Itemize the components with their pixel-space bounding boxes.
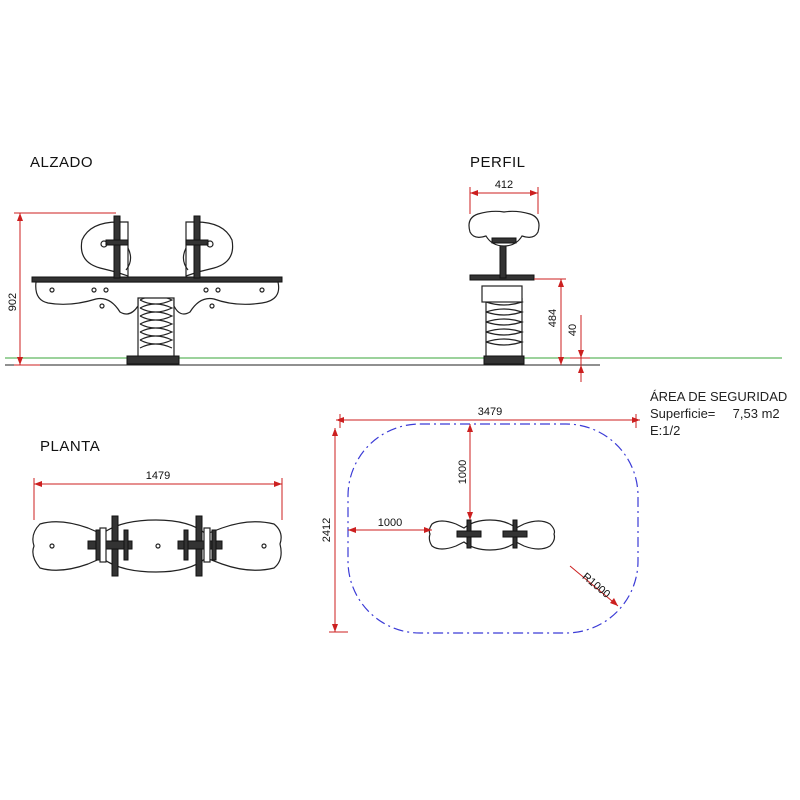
planta-right-handle: [177, 515, 223, 577]
planta-width-dim: 1479: [146, 470, 170, 482]
perfil-title: PERFIL: [470, 154, 526, 171]
left-dog-head: [80, 221, 129, 277]
safety-area-block: ÁREA DE SEGURIDAD Superficie= 7,53 m2 E:…: [650, 388, 787, 439]
alzado-view: 902: [7, 212, 283, 366]
area-clear-x-dim: 1000: [378, 517, 402, 529]
perfil-width-dim: 412: [495, 179, 513, 191]
body-shape: [35, 281, 280, 315]
planta-body: [32, 519, 282, 573]
area-radius-dim: R1000: [580, 571, 613, 601]
alzado-height-dim: 902: [7, 293, 19, 311]
area-height-dim: 2412: [321, 518, 333, 542]
planta-title: PLANTA: [40, 438, 101, 455]
surface-row: Superficie= 7,53 m2: [650, 405, 787, 422]
safety-area-title: ÁREA DE SEGURIDAD: [650, 389, 788, 404]
base-plate: [126, 355, 180, 365]
planta-view: 1479: [32, 470, 283, 577]
safety-area-outline: [347, 423, 639, 634]
right-dog-head: [185, 221, 234, 277]
alzado-title: ALZADO: [30, 154, 94, 171]
perfil-mechanism: [481, 285, 523, 303]
perfil-view: 412 484 40: [468, 179, 590, 382]
safety-area-view: 3479 2412 1000 1000 R1000: [321, 406, 640, 634]
mini-equipment: [428, 519, 556, 551]
surface-label: Superficie=: [650, 406, 716, 421]
planta-left-handle: [87, 515, 133, 577]
seat-bar: [31, 276, 283, 283]
scale-label: E:1/2: [650, 423, 681, 438]
perfil-base: [483, 355, 525, 365]
perfil-head: [468, 210, 540, 247]
area-clear-y-dim: 1000: [457, 460, 469, 484]
area-width-dim: 3479: [478, 406, 502, 418]
spring: [137, 295, 175, 356]
perfil-ground-dim: 40: [567, 324, 579, 336]
perfil-height-dim: 484: [547, 309, 559, 327]
surface-value: 7,53 m2: [732, 406, 780, 421]
